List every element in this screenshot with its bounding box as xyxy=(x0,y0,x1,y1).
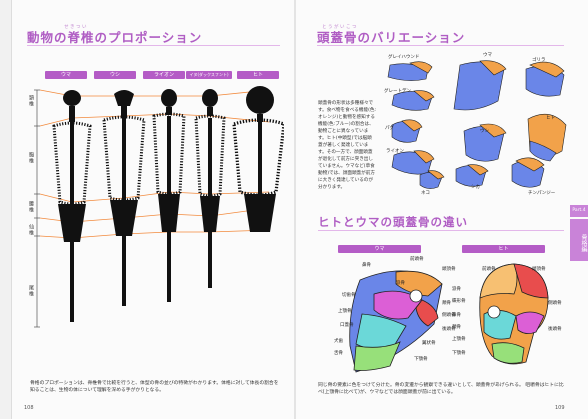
skull-label-horse: ウマ xyxy=(483,53,492,58)
axis-label-thoracic: 胸椎 xyxy=(28,152,34,164)
right-title-underline xyxy=(317,45,564,46)
side-tab-part: Part.4 xyxy=(570,205,588,217)
human-skull xyxy=(527,113,567,162)
spine-comparison-figure xyxy=(34,86,284,328)
horse-part-zygomatic: 頬骨 xyxy=(442,301,451,306)
right-title-ruby: とうがいこつ xyxy=(322,25,358,30)
axis-label-sacral: 仙椎 xyxy=(28,224,34,236)
human-part-occipital: 後頭骨 xyxy=(548,327,562,332)
human-part-maxilla: 上顎骨 xyxy=(452,337,466,342)
horse-part-temporal: 側頭骨 xyxy=(442,313,456,318)
chimpanzee-skull xyxy=(511,157,545,188)
axis-label-cervical: 頸椎 xyxy=(28,95,34,107)
dog-spine xyxy=(194,89,226,288)
horse-part-parietal: 頭頂骨 xyxy=(442,267,456,272)
left-title-underline xyxy=(27,45,280,46)
sublabel-human: ヒト xyxy=(462,245,545,253)
column-label-lion: ライオン xyxy=(143,71,185,79)
skull-variation-figure xyxy=(387,60,567,189)
skull-label-human: ヒト xyxy=(546,116,555,121)
horse-part-hyoid: 舌骨 xyxy=(334,351,343,356)
skull-label-pug: パグ xyxy=(385,126,394,131)
subtitle-underline xyxy=(318,230,564,231)
human-part-frontal: 前頭骨 xyxy=(482,267,496,272)
skull-label-chimpanzee: チンパンジー xyxy=(528,191,556,196)
column-label-cow: ウシ xyxy=(94,71,136,79)
human-part-temporal: 側頭骨 xyxy=(548,301,562,306)
human-part-sphenoid: 蝶形骨 xyxy=(452,299,466,304)
book-gutter xyxy=(294,0,296,419)
skull-label-cat: ネコ xyxy=(421,191,430,196)
right-page-title: 頭蓋骨のバリエーション xyxy=(317,30,466,45)
side-tab-chapter: 骨格編 xyxy=(570,219,588,261)
skull-label-deer: シカ xyxy=(471,185,480,190)
left-title-ruby: せきつい xyxy=(64,25,88,30)
skull-variation-text: 頭蓋骨の形状は多種様々です。食べ物を食べる機能(色:オレンジ)と動物を感知する機… xyxy=(318,101,377,190)
skull-label-greyhound: グレイハウンド xyxy=(388,55,420,60)
left-page-title: 動物の脊椎のプロポーション xyxy=(27,30,203,45)
horse-part-frontal: 前頭骨 xyxy=(410,257,424,262)
horse-part-canine: 犬歯 xyxy=(334,339,343,344)
left-page-caption: 骨格のプロポーションは、脊椎骨で比較を行うと、体型の骨の並びの特徴がわかります。… xyxy=(30,381,279,393)
cow-skull xyxy=(463,123,507,162)
axis-label-caudal: 尾椎 xyxy=(28,285,34,297)
sublabel-horse: ウマ xyxy=(338,245,421,253)
skull-label-great-dane: グレートデン xyxy=(384,89,411,94)
gorilla-skull xyxy=(525,61,565,97)
human-part-nasal: 鼻骨 xyxy=(452,313,461,318)
column-label-dachshund: イヌ(ダックスフント) xyxy=(186,71,232,79)
column-label-human: ヒト xyxy=(237,71,279,79)
column-label-horse: ウマ xyxy=(45,71,87,79)
human-part-mandible: 下顎骨 xyxy=(452,351,466,356)
horse-part-palatine: 口蓋骨 xyxy=(340,323,354,328)
lion-spine xyxy=(152,89,186,302)
horse-part-mandible: 下顎骨 xyxy=(414,357,428,362)
horse-skull xyxy=(453,60,507,111)
previous-page-edge xyxy=(0,0,12,419)
great-dane-skull xyxy=(391,90,435,111)
axis-label-lumbar: 腰椎 xyxy=(28,201,34,213)
skull-label-lion: ライオン xyxy=(386,149,404,154)
human-part-lacrimal: 涙骨 xyxy=(452,287,461,292)
horse-part-nasal: 鼻骨 xyxy=(362,263,371,268)
horse-part-maxilla: 上顎骨 xyxy=(338,309,352,314)
human-part-parietal: 頭頂骨 xyxy=(532,267,546,272)
cat-skull xyxy=(419,170,445,189)
horse-part-occipital: 後頭骨 xyxy=(442,327,456,332)
cow-spine xyxy=(102,90,146,306)
left-page-number: 108 xyxy=(24,405,34,411)
skull-label-cow: ウシ xyxy=(480,129,489,134)
skull-label-gorilla: ゴリラ xyxy=(532,58,546,63)
deer-skull xyxy=(455,164,489,187)
horse-part-pterygoid: 翼状骨 xyxy=(422,341,436,346)
right-page-subtitle: ヒトとウマの頭蓋骨の違い xyxy=(318,215,468,229)
right-page-number: 109 xyxy=(555,405,565,411)
lion-skull xyxy=(391,150,435,175)
human-skull-diagram xyxy=(479,263,549,365)
right-page-caption: 同じ骨の要素に色をつけて分けた。骨の変遷から観察できる違いとして、頭蓋骨があげら… xyxy=(318,383,564,395)
pug-skull xyxy=(391,119,423,143)
human-spine xyxy=(232,86,284,232)
horse-spine xyxy=(52,90,92,322)
horse-part-incisive: 切歯骨 xyxy=(342,293,356,298)
human-part-zygomatic: 頬骨 xyxy=(452,325,461,330)
greyhound-skull xyxy=(387,61,433,81)
horse-part-lacrimal: 涙骨 xyxy=(396,281,405,286)
horse-skull-diagram xyxy=(349,270,443,373)
